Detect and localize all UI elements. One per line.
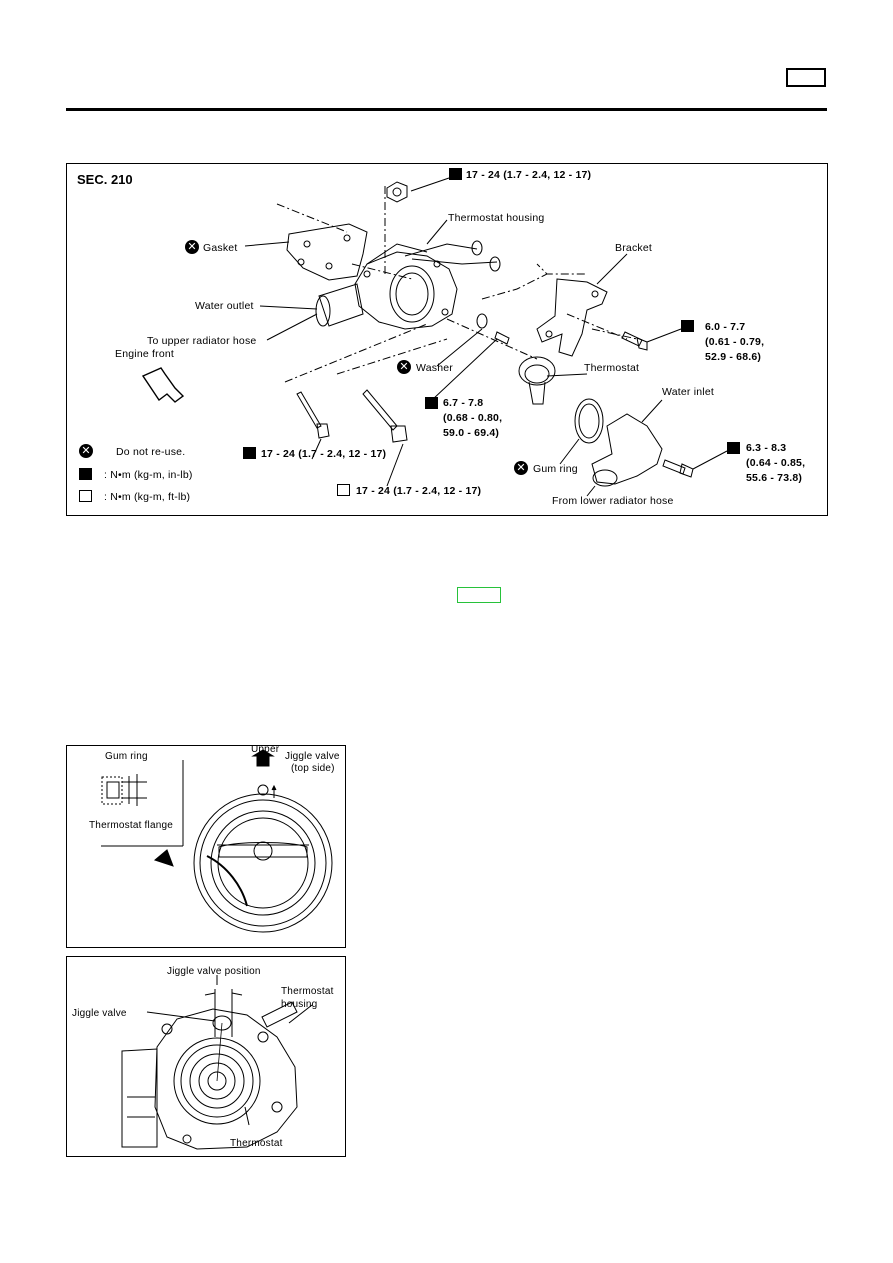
do-not-reuse-icon: ✕: [514, 461, 528, 475]
thermostat-part: [518, 356, 556, 386]
torque-icon-ftlb: [79, 490, 92, 502]
thermostat-label-3: Thermostat: [230, 1138, 283, 1149]
gum-ring-label: Gum ring: [533, 463, 578, 475]
thermostat-housing-part: [354, 251, 458, 330]
bracket-label: Bracket: [615, 242, 652, 254]
water-inlet-label: Water inlet: [662, 386, 714, 398]
torque-bracket-line3: 52.9 - 68.6): [705, 351, 762, 363]
thermostat-outer-ring: [193, 793, 333, 933]
thermostat-housing-label: Thermostat housing: [448, 212, 545, 224]
bottom-bolt-part: [362, 389, 398, 431]
jiggle-valve-mark: [212, 1015, 232, 1031]
jiggle-valve-drawing: [101, 749, 333, 933]
thermostat-label: Thermostat: [584, 362, 640, 374]
torque-bottom-label: 17 - 24 (1.7 - 2.4, 12 - 17): [356, 485, 482, 497]
torque-bracket-line1: 6.0 - 7.7: [705, 321, 746, 333]
do-not-reuse-icon: ✕: [79, 444, 93, 458]
do-not-reuse-icon: ✕: [185, 240, 199, 254]
water-outlet-part: [318, 283, 364, 327]
jiggle-valve-label-2: Jiggle valve: [72, 1008, 127, 1019]
washer-part: [476, 313, 488, 329]
thermostat-housing-label-1: Thermostat: [281, 986, 334, 997]
water-outlet-label: Water outlet: [195, 300, 254, 312]
exploded-view-drawing: [141, 177, 728, 497]
torque-icon: [727, 442, 740, 454]
torque-icon: [449, 168, 462, 180]
torque-icon-inlb: [79, 468, 92, 480]
jiggle-valve-position-label: Jiggle valve position: [167, 966, 261, 977]
to-upper-hose-label: To upper radiator hose: [147, 335, 257, 347]
housing-drawing: [121, 975, 313, 1150]
top-side-label: (top side): [291, 763, 335, 774]
legend-ftlb: : N•m (kg-m, ft-lb): [104, 491, 191, 503]
torque-bracket-line2: (0.61 - 0.79,: [705, 336, 765, 348]
torque-icon: [337, 484, 350, 496]
thermostat-flange-label: Thermostat flange: [89, 820, 173, 831]
thermostat-housing-label-2: housing: [281, 999, 318, 1010]
engine-front-label: Engine front: [115, 348, 175, 360]
left-bolt-part: [296, 391, 322, 429]
torque-mid-line1: 6.7 - 7.8: [443, 397, 484, 409]
exploded-view-figure: SEC. 210 17 - 24 (1.7 - 2.4, 12 - 17) Th…: [66, 163, 828, 516]
torque-label-top: 17 - 24 (1.7 - 2.4, 12 - 17): [466, 169, 592, 181]
jiggle-valve-figure: Gum ring Upper Jiggle valve (top side) T…: [66, 744, 346, 948]
jiggle-valve-hole: [257, 784, 269, 796]
section-label: SEC. 210: [77, 172, 133, 187]
do-not-reuse-icon: ✕: [397, 360, 411, 374]
gasket-part: [286, 223, 368, 281]
water-inlet-part: [591, 413, 663, 485]
torque-mid-line2: (0.68 - 0.80,: [443, 412, 503, 424]
engine-front-arrow: [141, 367, 185, 403]
jiggle-valve-position-figure: Jiggle valve position Thermostat housing…: [66, 956, 346, 1157]
link-box[interactable]: [457, 587, 501, 603]
gum-ring-label-2: Gum ring: [105, 751, 148, 762]
curved-arrow: [206, 855, 248, 907]
torque-icon: [425, 397, 438, 409]
legend-inlb: : N•m (kg-m, in-lb): [104, 469, 193, 481]
torque-mid-line3: 59.0 - 69.4): [443, 427, 500, 439]
torque-icon: [243, 447, 256, 459]
nut-part: [386, 181, 408, 203]
torque-left-label: 17 - 24 (1.7 - 2.4, 12 - 17): [261, 448, 387, 460]
legend-do-not-reuse: Do not re-use.: [116, 446, 186, 458]
torque-icon: [681, 320, 694, 332]
bracket-part: [536, 278, 608, 357]
section-tab-box: [786, 68, 826, 87]
torque-inlet-line1: 6.3 - 8.3: [746, 442, 787, 454]
washer-label: Washer: [416, 362, 453, 374]
jiggle-valve-label: Jiggle valve: [285, 751, 340, 762]
gum-ring-part: [574, 398, 604, 444]
torque-inlet-line3: 55.6 - 73.8): [746, 472, 803, 484]
torque-inlet-line2: (0.64 - 0.85,: [746, 457, 806, 469]
gasket-label: Gasket: [203, 242, 238, 254]
header-rule: [66, 108, 827, 111]
from-lower-hose-label: From lower radiator hose: [552, 495, 674, 507]
upper-label: Upper: [251, 744, 280, 755]
